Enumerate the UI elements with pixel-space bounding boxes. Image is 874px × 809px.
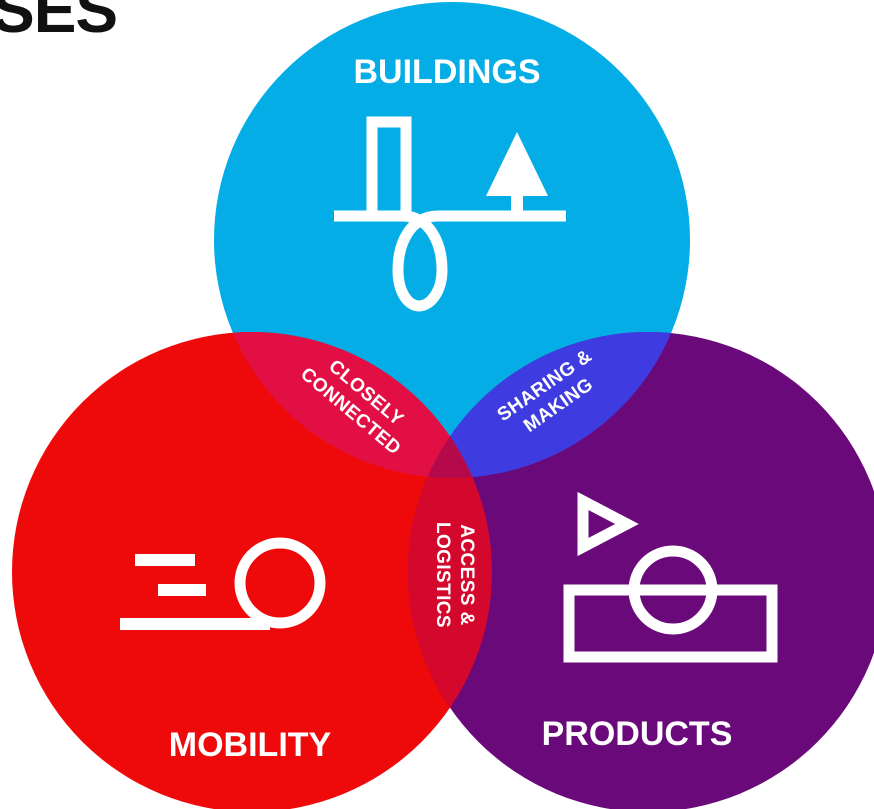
buildings-label: BUILDINGS [354,53,541,91]
access-logistics-line-1: ACCESS & [456,524,477,625]
triangle-circle-box-icon [563,491,778,663]
mobility-label: MOBILITY [169,726,332,764]
page-heading-fragment: SES [0,0,118,46]
speed-lines-wheel-icon [120,537,326,630]
overlap-buildings-mobility [214,332,492,478]
building-and-tree-icon [334,116,566,312]
overlap-buildings-products [408,332,690,478]
access-logistics-label-group: ACCESS & LOGISTICS [432,522,477,628]
products-label: PRODUCTS [542,715,733,753]
access-logistics-line-2: LOGISTICS [432,522,453,628]
